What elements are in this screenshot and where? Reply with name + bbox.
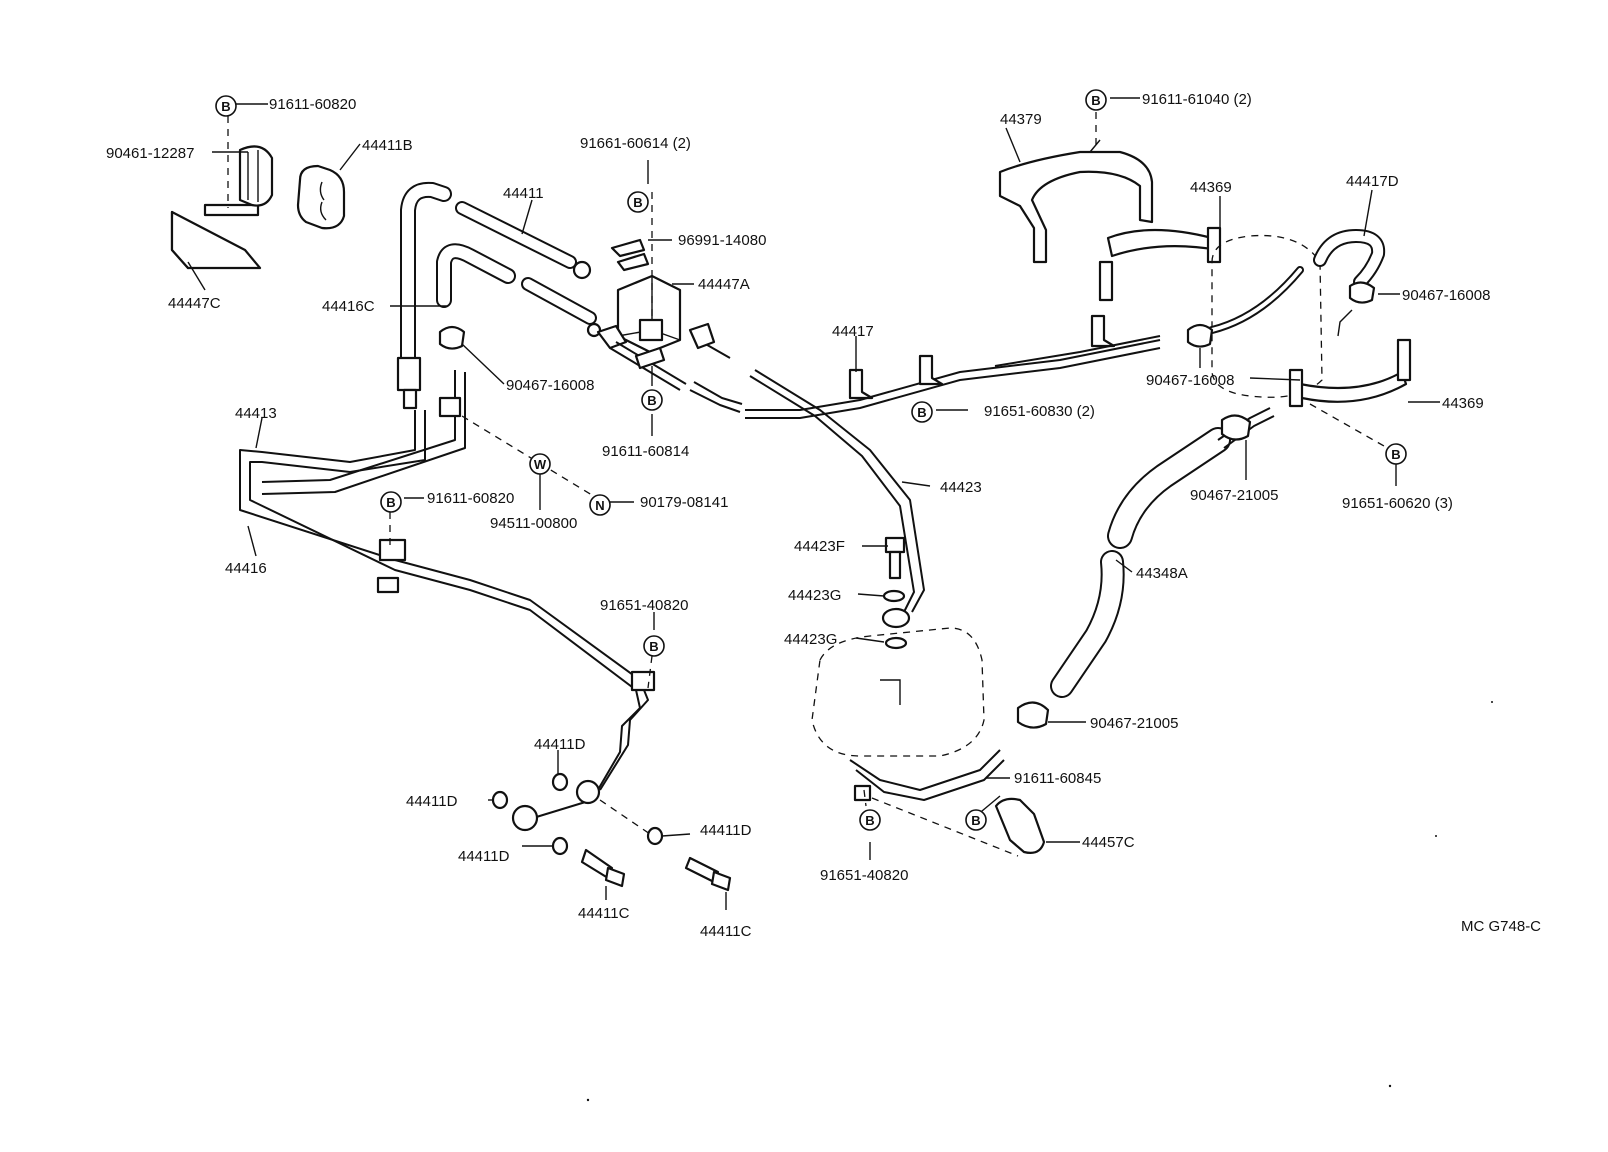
badge-b-91651-60620: B [1385,443,1407,465]
badge-letter: B [1391,447,1400,462]
label-91611-60820-mid: 91611-60820 [427,490,514,507]
clamp-90467-16008-mid [1186,323,1214,348]
badge-b-91611-60820-top: B [215,95,237,117]
label-90467-21005-bottom: 90467-21005 [1090,715,1178,732]
label-94511-00800: 94511-00800 [490,515,577,532]
label-90467-21005-top: 90467-21005 [1190,487,1278,504]
label-44416C: 44416C [322,298,375,315]
bracket-44457C [994,797,1046,854]
clamp-90467-16008-right [1337,281,1376,337]
badge-b-91611-61040: B [1085,89,1107,111]
badge-w-94511-00800: W [529,453,551,475]
label-44417D: 44417D [1346,173,1399,190]
badge-b-91611-60845: B [965,809,987,831]
part-labels: 91611-60820 90461-12287 44411B 44447C 91… [106,91,1490,940]
badge-letter: B [971,813,980,828]
label-91651-60830: 91651-60830 (2) [984,403,1095,420]
label-44423G-a: 44423G [788,587,841,604]
badge-n-90179-08141: N [589,494,611,516]
label-90461-12287: 90461-12287 [106,145,194,162]
label-91611-60845: 91611-60845 [1014,770,1101,787]
pipe-44423 [688,314,1161,613]
label-91651-40820-bottom: 91651-40820 [820,867,908,884]
badge-b-91651-40820-bottom: B [859,809,881,831]
label-90467-16008-mid: 90467-16008 [1146,372,1234,389]
badge-letter: B [221,99,230,114]
tank-outline [1211,234,1323,398]
label-44411D-a: 44411D [534,736,586,753]
badge-b-91661-60614: B [627,191,649,213]
bracket-44447A [616,274,682,354]
leader-lines [187,97,1440,910]
bracket-44379 [998,139,1154,264]
badge-letter: B [647,393,656,408]
label-96991-14080: 96991-14080 [678,232,766,249]
label-44413: 44413 [235,405,277,422]
label-91611-61040: 91611-61040 (2) [1142,91,1252,108]
grommet-44411B [296,164,346,230]
label-90467-16008-right: 90467-16008 [1402,287,1490,304]
label-44423F: 44423F [794,538,845,555]
label-91651-40820-left: 91651-40820 [600,597,688,614]
badge-letter: B [649,639,658,654]
hose-44417D [1208,229,1386,334]
label-44411: 44411 [503,185,544,202]
clamp-90467-21005-top [1220,414,1252,441]
label-44447C: 44447C [168,295,221,312]
label-44411D-d: 44411D [700,822,752,839]
label-44369-bottom: 44369 [1442,395,1484,412]
clamp-90461-12287 [238,145,274,207]
label-44411C-b: 44411C [700,923,752,940]
hose-44348A [1050,407,1275,698]
label-90467-16008-left: 90467-16008 [506,377,594,394]
badge-b-91651-60830: B [911,401,933,423]
transmission-housing [811,627,1005,802]
badge-letter: B [865,813,874,828]
badge-b-91611-60814: B [641,389,663,411]
band-44369-top [1098,226,1222,302]
diagram-code: MC G748-C [1461,918,1541,935]
band-44369-bottom [1288,338,1412,408]
clamp-90467-21005-bottom [1016,701,1050,729]
label-91651-60620: 91651-60620 (3) [1342,495,1453,512]
pipe-assembly-left [239,181,656,832]
clamp-bracket-44447C [170,203,262,270]
label-44457C: 44457C [1082,834,1135,851]
badge-letter: B [386,495,395,510]
badge-letter: B [917,405,926,420]
label-44447A: 44447A [698,276,750,293]
label-91611-60820-top: 91611-60820 [269,96,356,113]
badge-b-91651-40820-left: B [643,635,665,657]
label-44423G-b: 44423G [784,631,837,648]
label-44416: 44416 [225,560,267,577]
label-44423: 44423 [940,479,982,496]
badge-b-91611-60820-mid: B [380,491,402,513]
specks [586,701,1493,1102]
label-44411D-b: 44411D [406,793,458,810]
clip-96991-14080 [610,238,650,272]
bolts-44411C [580,848,732,892]
label-44348A: 44348A [1136,565,1188,582]
label-44369-top: 44369 [1190,179,1232,196]
badge-letter: N [595,498,604,513]
label-90179-08141: 90179-08141 [640,494,728,511]
label-91661-60614: 91661-60614 (2) [580,135,691,152]
label-44411C-a: 44411C [578,905,630,922]
union-bolt-44423F [884,536,906,580]
label-44417: 44417 [832,323,874,340]
badge-letter: W [534,457,547,472]
label-44411D-c: 44411D [458,848,510,865]
badge-letter: B [633,195,642,210]
label-91611-60814: 91611-60814 [602,443,689,460]
badge-letter: B [1091,93,1100,108]
label-44379: 44379 [1000,111,1042,128]
gaskets-44423G [881,589,911,650]
bracket-center [596,324,687,391]
label-44411B: 44411B [362,137,413,154]
